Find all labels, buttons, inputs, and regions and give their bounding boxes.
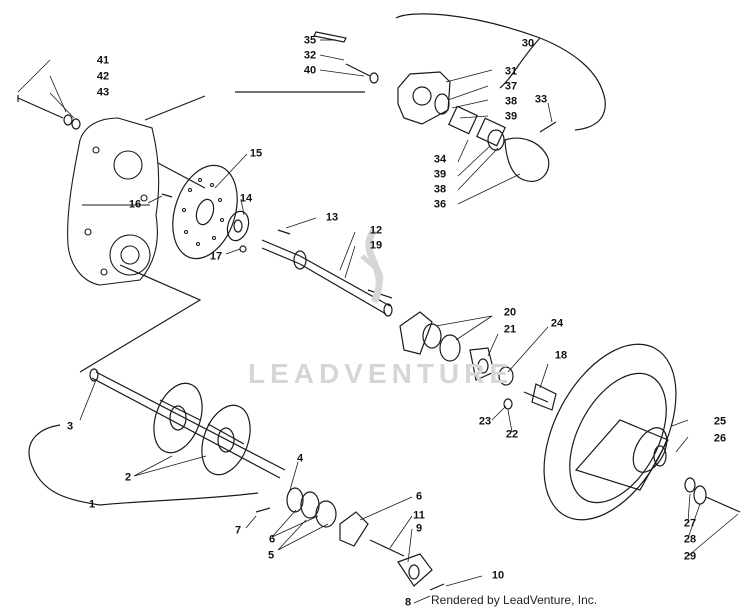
callout-label: 18 [554,349,568,362]
callout-label: 34 [433,153,447,166]
callout-label: 4 [296,452,304,465]
credit-line: Rendered by LeadVenture, Inc. [431,593,598,607]
chaincase [67,117,160,286]
callout-label: 38 [433,183,447,196]
callout-label: 37 [504,80,518,93]
drive-shaft [89,368,286,479]
callout-label: 27 [683,517,697,530]
callout-label: 7 [234,524,242,537]
callout-label: 1 [88,498,96,511]
jackshaft [261,229,393,317]
callout-label: 13 [325,211,339,224]
callout-label: 30 [521,37,535,50]
boundary-line [144,91,365,189]
callout-label: 20 [503,306,517,319]
callout-label: 38 [504,95,518,108]
callout-label: 24 [550,317,564,330]
callout-label: 26 [713,432,727,445]
callout-label: 39 [433,168,447,181]
shaft-bearings [255,487,445,591]
callout-label: 32 [303,49,317,62]
callout-label: 40 [303,64,317,77]
callout-label: 31 [504,65,518,78]
callout-label: 12 [369,224,383,237]
callout-label: 35 [303,34,317,47]
callout-label: 2 [124,471,132,484]
brake-disc [172,164,238,260]
callout-label: 22 [505,428,519,441]
bracket-1 [28,424,101,506]
callout-label: 29 [683,550,697,563]
callout-label: 8 [404,596,412,609]
callout-label: 21 [503,323,517,336]
callout-label: 3 [66,420,74,433]
callout-label: 6 [268,533,276,546]
callout-label: 10 [491,569,505,582]
callout-label: 28 [683,533,697,546]
callout-label: 23 [478,415,492,428]
callout-label: 33 [534,93,548,106]
callout-label: 16 [128,198,142,211]
brake-caliper [313,31,557,182]
bearing-stack [399,311,557,411]
callout-label: 25 [713,415,727,428]
callout-label: 15 [249,147,263,160]
callout-label: 42 [96,70,110,83]
callout-label: 9 [415,522,423,535]
callout-label: 11 [413,509,425,522]
callout-label: 39 [504,110,518,123]
watermark-text: LEADVENTURE [248,358,514,389]
callout-label: 6 [415,490,423,503]
callout-label: 17 [209,250,223,263]
driven-pulley [543,343,741,521]
bracket-30 [395,13,606,131]
leadventure-logo-icon [360,228,384,304]
callout-label: 41 [96,54,110,67]
callout-label: 43 [96,86,110,99]
callout-label: 36 [433,198,447,211]
boundary-line [79,264,202,373]
callout-label: 5 [267,549,275,562]
callout-label: 14 [239,192,253,205]
callout-label: 19 [369,239,383,252]
